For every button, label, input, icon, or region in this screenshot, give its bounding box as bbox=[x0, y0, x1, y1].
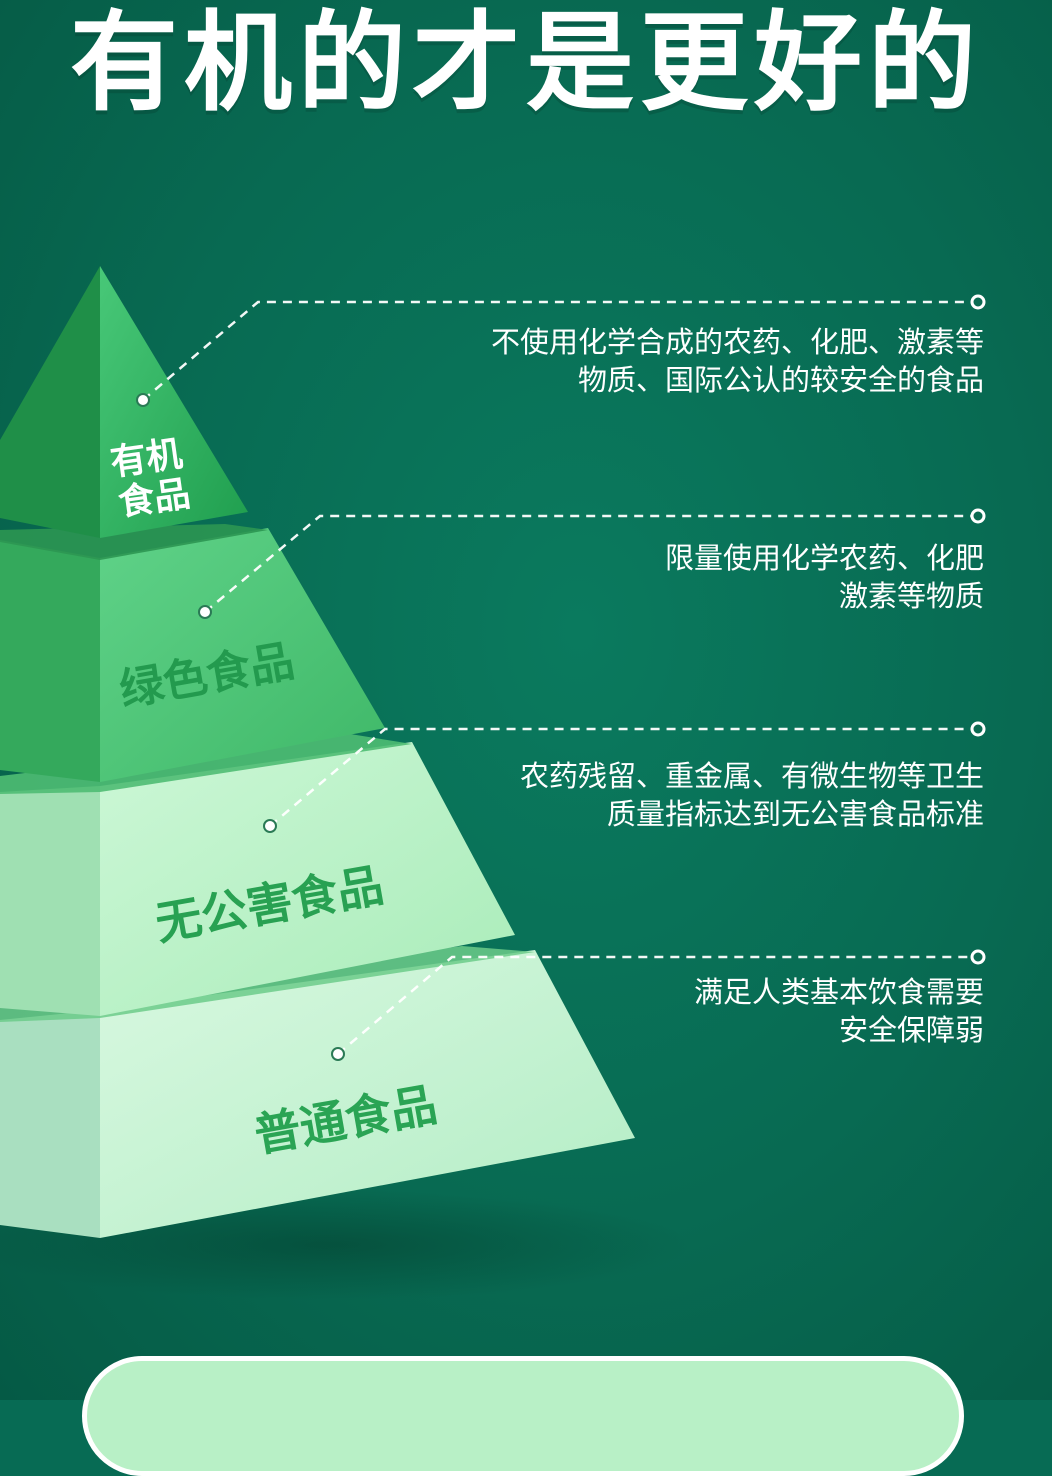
food-pyramid: 有机 食品 绿色食品 无公害食品 普通食品 bbox=[0, 266, 986, 1300]
tier-label-organic-line1: 有机 bbox=[108, 434, 185, 485]
leader-line-organic bbox=[142, 300, 978, 401]
leader-end-dot bbox=[970, 294, 986, 310]
leader-line-ordinary bbox=[337, 955, 978, 1055]
leader-line-green bbox=[204, 514, 978, 613]
leader-end-dot bbox=[970, 949, 986, 965]
leader-start-dot bbox=[331, 1047, 345, 1061]
leader-end-dot bbox=[970, 721, 986, 737]
desc-ordinary: 满足人类基本饮食需要 安全保障弱 bbox=[364, 973, 984, 1049]
desc-organic-line1: 不使用化学合成的农药、化肥、激素等 bbox=[490, 325, 984, 359]
desc-organic-line2: 物质、国际公认的较安全的食品 bbox=[577, 363, 984, 397]
tier-green-food bbox=[0, 524, 385, 782]
desc-green-line1: 限量使用化学农药、化肥 bbox=[664, 541, 984, 575]
desc-organic: 不使用化学合成的农药、化肥、激素等 物质、国际公认的较安全的食品 bbox=[364, 323, 984, 399]
desc-pollution-free-line2: 质量指标达到无公害食品标准 bbox=[606, 797, 984, 831]
bottom-card bbox=[82, 1356, 964, 1476]
page-title: 有机的才是更好的 bbox=[69, 1, 982, 126]
tier-pollution-free-food bbox=[0, 734, 515, 1016]
desc-pollution-free: 农药残留、重金属、有微生物等卫生 质量指标达到无公害食品标准 bbox=[364, 757, 984, 833]
tier-organic-food bbox=[0, 266, 248, 538]
desc-green: 限量使用化学农药、化肥 激素等物质 bbox=[364, 539, 984, 615]
leader-line-pollution-free bbox=[269, 727, 978, 827]
leader-end-dot bbox=[970, 508, 986, 524]
desc-green-line2: 激素等物质 bbox=[838, 579, 984, 613]
leader-start-dot bbox=[136, 393, 150, 407]
desc-ordinary-line1: 满足人类基本饮食需要 bbox=[693, 975, 984, 1009]
leader-start-dot bbox=[263, 819, 277, 833]
tier-label-organic-line2: 食品 bbox=[116, 474, 193, 525]
leader-start-dot bbox=[198, 605, 212, 619]
desc-ordinary-line2: 安全保障弱 bbox=[838, 1013, 984, 1047]
desc-pollution-free-line1: 农药残留、重金属、有微生物等卫生 bbox=[519, 759, 984, 793]
